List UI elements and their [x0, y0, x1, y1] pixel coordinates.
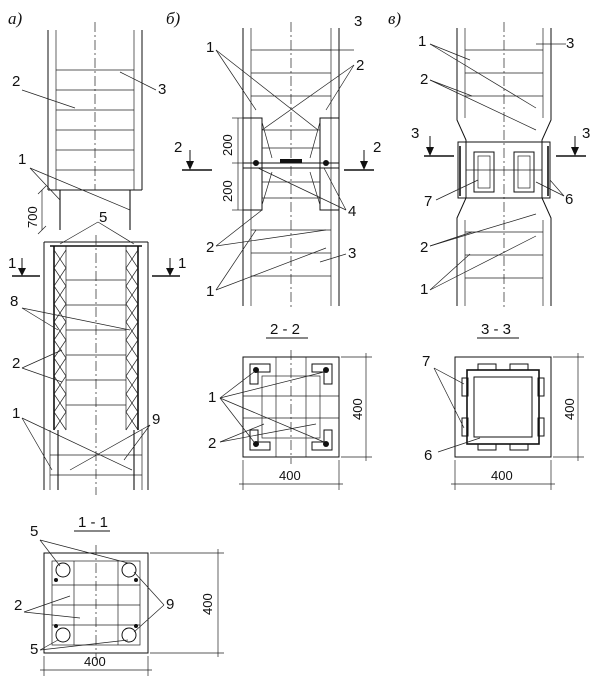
section-cut-1: 1 1 [8, 255, 186, 277]
panel-a-lower-column [43, 235, 149, 495]
panel-b: б) [166, 9, 381, 310]
label-1-v-lower: 1 [420, 281, 428, 298]
label-2-v-upper: 2 [420, 71, 428, 88]
panel-a: а) 700 [8, 9, 186, 495]
label-2-s11: 2 [14, 597, 22, 614]
label-3-b-lower: 3 [348, 245, 356, 262]
section-mark-3-right: 3 [582, 125, 590, 142]
label-3-v-upper: 3 [566, 35, 574, 52]
section-mark-1-right: 1 [178, 255, 186, 272]
label-3-a-upper: 3 [158, 81, 166, 98]
panel-a-caption: а) [8, 9, 23, 28]
label-2-a-upper: 2 [12, 73, 20, 90]
label-3-b-upper: 3 [354, 13, 362, 30]
label-8-a: 8 [10, 293, 18, 310]
label-2-s22: 2 [208, 435, 216, 452]
section-3-3-title: 3 - 3 [481, 321, 511, 338]
dim-200-lower: 200 [220, 180, 235, 202]
section-mark-2-left: 2 [174, 139, 182, 156]
label-5-s11-bottom: 5 [30, 641, 38, 658]
section-2-2: 2 - 2 400 400 [208, 321, 372, 490]
label-1-b-upper: 1 [206, 39, 214, 56]
section-mark-3-left: 3 [411, 125, 419, 142]
label-4-b: 4 [348, 203, 356, 220]
label-1-v-upper: 1 [418, 33, 426, 50]
label-7-v: 7 [424, 193, 432, 210]
dim-2-2-height: 400 [350, 398, 365, 420]
dim-1-1-height: 400 [200, 593, 215, 615]
label-1-b-lower: 1 [206, 283, 214, 300]
dim-1-1-width: 400 [84, 654, 106, 669]
dimension-700: 700 [25, 185, 47, 235]
label-9-a: 9 [152, 411, 160, 428]
label-5-s11-top: 5 [30, 523, 38, 540]
dim-3-3-width: 400 [491, 468, 513, 483]
dim-3-3-height: 400 [562, 398, 577, 420]
label-1-s22: 1 [208, 389, 216, 406]
dim-200-upper: 200 [220, 134, 235, 156]
label-2-a-lower: 2 [12, 355, 20, 372]
panel-v: в) 3 3 [388, 9, 590, 310]
label-6-v: 6 [565, 191, 573, 208]
label-1-a-lower: 1 [12, 405, 20, 422]
section-2-2-title: 2 - 2 [270, 321, 300, 338]
label-2-b-lower: 2 [206, 239, 214, 256]
section-mark-2-right: 2 [373, 139, 381, 156]
section-1-1-title: 1 - 1 [78, 514, 108, 531]
panel-b-caption: б) [166, 9, 181, 28]
panel-a-leaders [21, 71, 157, 471]
label-2-b-upper: 2 [356, 57, 364, 74]
label-9-s11: 9 [166, 596, 174, 613]
section-mark-1-left: 1 [8, 255, 16, 272]
panel-a-upper-column [47, 22, 143, 230]
label-5-a: 5 [99, 209, 107, 226]
label-7-s33: 7 [422, 353, 430, 370]
label-2-v-lower: 2 [420, 239, 428, 256]
label-1-a-upper: 1 [18, 151, 26, 168]
dim-2-2-width: 400 [279, 468, 301, 483]
label-6-s33: 6 [424, 447, 432, 464]
section-3-3: 3 - 3 400 400 7 6 [422, 321, 584, 490]
section-1-1: 1 - 1 400 400 [14, 514, 224, 676]
dimension-700-label: 700 [25, 206, 40, 228]
panel-v-caption: в) [388, 9, 401, 28]
